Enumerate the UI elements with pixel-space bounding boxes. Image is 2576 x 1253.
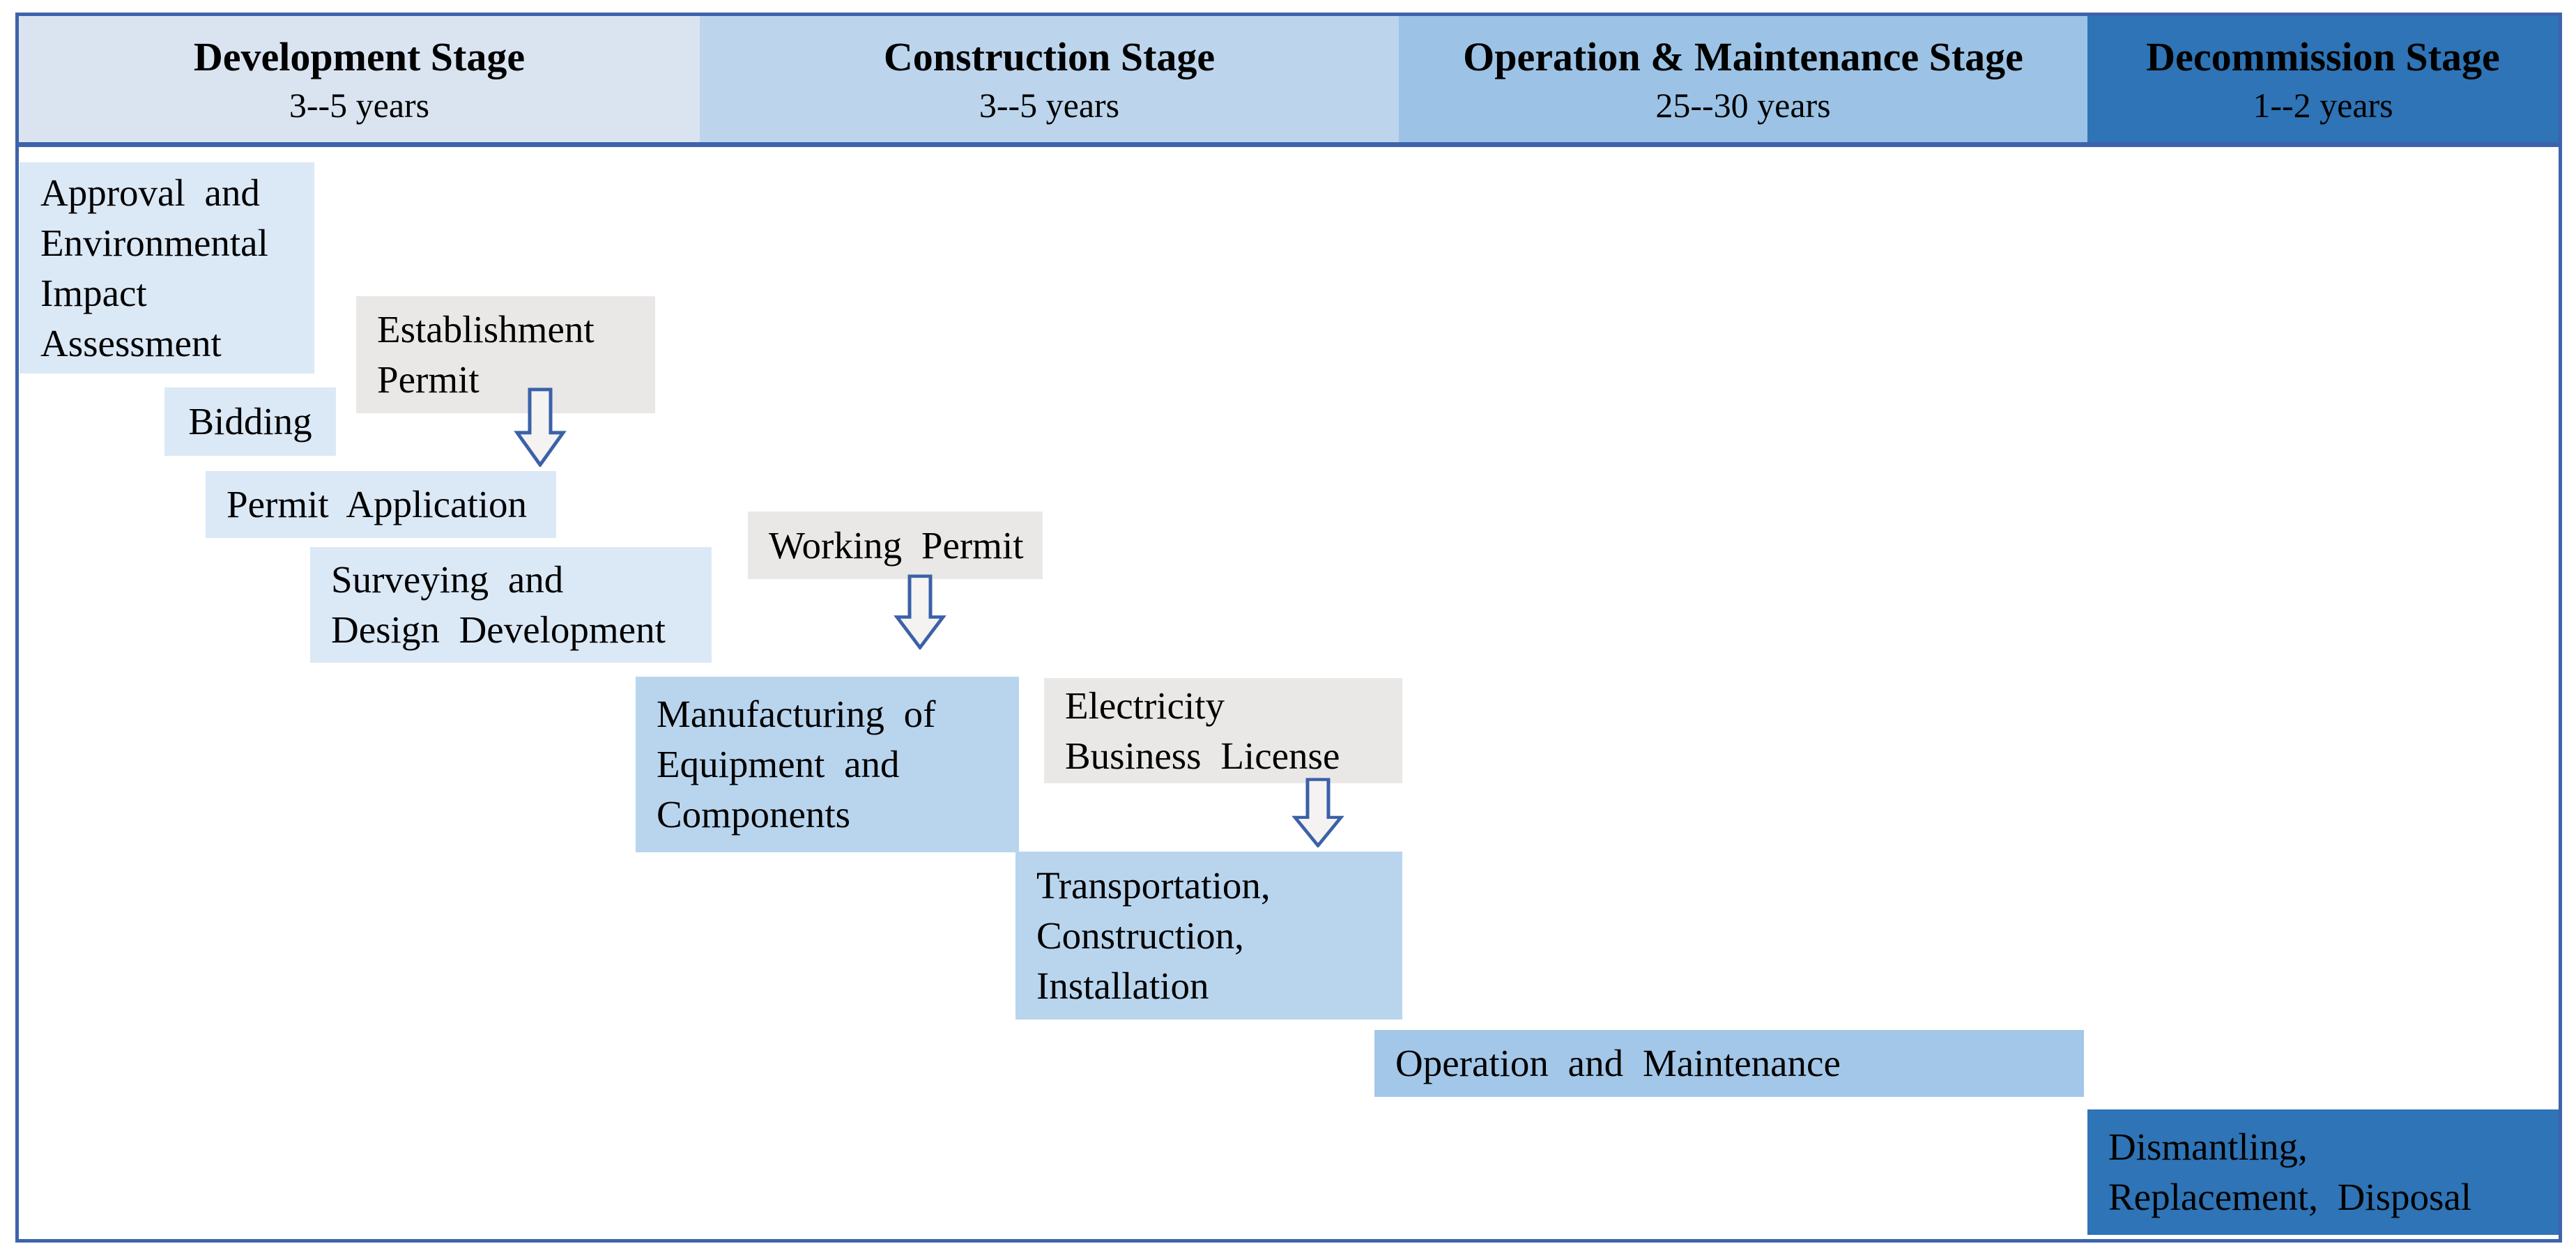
stage-duration: 25--30 years xyxy=(1655,85,1831,125)
down-arrow-icon xyxy=(894,574,946,649)
stage-header-development: Development Stage 3--5 years xyxy=(19,16,700,142)
stage-header-row: Development Stage 3--5 years Constructio… xyxy=(19,16,2559,147)
task-dismantling-replacement-disposal: Dismantling, Replacement, Disposal xyxy=(2087,1109,2559,1235)
stage-header-construction: Construction Stage 3--5 years xyxy=(700,16,1399,142)
task-bidding: Bidding xyxy=(164,387,336,456)
task-operation-and-maintenance: Operation and Maintenance xyxy=(1374,1030,2084,1097)
task-manufacturing-equipment-components: Manufacturing of Equipment and Component… xyxy=(636,677,1019,852)
stage-title: Development Stage xyxy=(193,33,526,79)
stage-header-decommission: Decommission Stage 1--2 years xyxy=(2087,16,2559,142)
task-establishment-permit: Establishment Permit xyxy=(356,296,655,413)
stage-duration: 3--5 years xyxy=(289,85,430,125)
task-permit-application: Permit Application xyxy=(206,471,556,538)
stage-duration: 1--2 years xyxy=(2253,85,2393,125)
task-approval-environmental-impact-assessment: Approval and Environmental Impact Assess… xyxy=(20,162,314,374)
down-arrow-icon xyxy=(514,387,567,467)
stage-duration: 3--5 years xyxy=(979,85,1120,125)
stage-header-operation-maintenance: Operation & Maintenance Stage 25--30 yea… xyxy=(1399,16,2087,142)
task-working-permit: Working Permit xyxy=(748,512,1043,579)
down-arrow-icon xyxy=(1291,778,1344,847)
task-surveying-design-development: Surveying and Design Development xyxy=(310,547,712,663)
stage-title: Decommission Stage xyxy=(2146,33,2500,79)
stage-title: Construction Stage xyxy=(883,33,1216,79)
stage-title: Operation & Maintenance Stage xyxy=(1463,33,2023,79)
task-transportation-construction-installation: Transportation, Construction, Installati… xyxy=(1015,852,1402,1020)
task-electricity-business-license: Electricity Business License xyxy=(1044,678,1402,783)
